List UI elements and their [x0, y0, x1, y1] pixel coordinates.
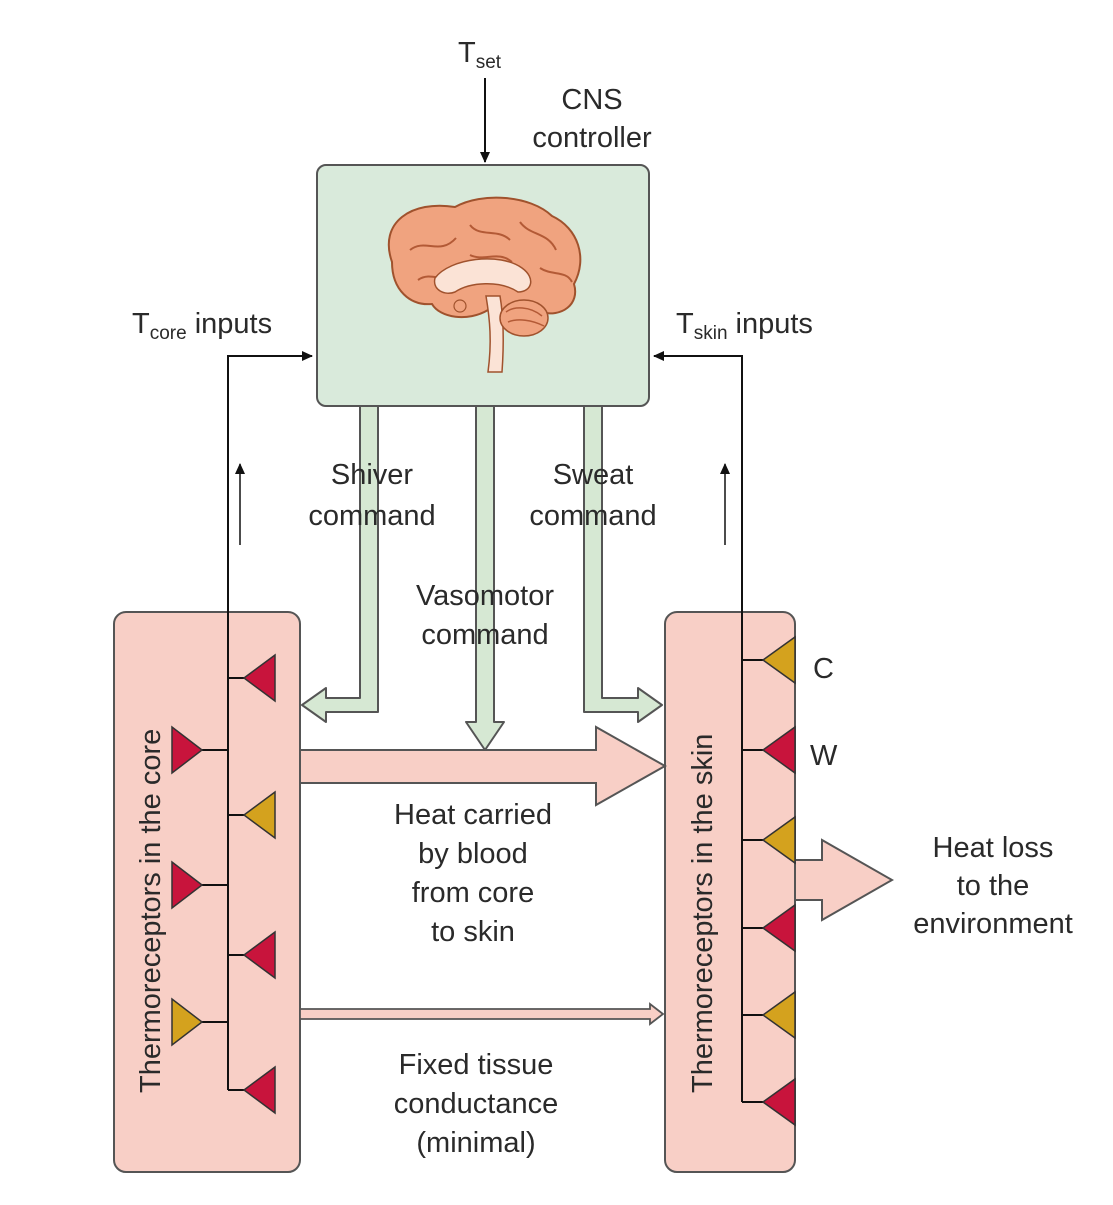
vasomotor-label-line2: command — [421, 619, 548, 651]
conductance-label-line1: Fixed tissue — [399, 1049, 554, 1081]
warm-receptor-label: W — [810, 740, 838, 772]
skin-cold-receptor — [761, 815, 796, 865]
skin-warm-receptor — [761, 725, 796, 775]
core-panel-label: Thermoreceptors in the core — [135, 729, 167, 1093]
vasomotor-label-line1: Vasomotor — [416, 580, 554, 612]
conductance-arrow — [299, 1002, 665, 1026]
shiver-label-line1: Shiver — [331, 459, 414, 491]
heat-loss-label-line2: to the — [957, 870, 1030, 902]
conductance-label-line2: conductance — [394, 1088, 558, 1120]
heat-loss-arrow — [794, 838, 895, 922]
heat-loss-label-line1: Heat loss — [933, 832, 1054, 864]
conductance-label-line3: (minimal) — [416, 1127, 535, 1159]
skin-receptors — [742, 635, 796, 1127]
blood-heat-label-line1: Heat carried — [394, 799, 552, 831]
vasomotor-command-arrow — [465, 404, 505, 751]
cns-label-line2: controller — [532, 122, 652, 154]
skin-panel — [664, 611, 796, 1173]
blood-heat-label-line4: to skin — [431, 916, 515, 948]
brain-icon — [387, 196, 582, 373]
core-warm-receptor — [171, 725, 204, 775]
skin-warm-receptor — [761, 903, 796, 953]
core-warm-receptor — [242, 653, 276, 703]
sweat-command-arrow — [583, 404, 663, 723]
skin-warm-receptor — [761, 1077, 796, 1127]
sweat-label-line1: Sweat — [553, 459, 634, 491]
tset-label: Tset — [458, 37, 502, 73]
core-feedback-line — [227, 351, 313, 1090]
skin-panel-label: Thermoreceptors in the skin — [687, 734, 719, 1093]
cns-label-line1: CNS — [561, 84, 622, 116]
core-cold-receptor — [242, 790, 276, 840]
heat-loss-label-line3: environment — [913, 908, 1073, 940]
skin-feedback-line — [653, 351, 743, 1102]
blood-heat-arrow — [299, 725, 668, 807]
blood-heat-label-line3: from core — [412, 877, 534, 909]
shiver-command-arrow — [301, 404, 379, 723]
shiver-label-line2: command — [308, 500, 435, 532]
core-cold-receptor — [171, 997, 204, 1047]
skin-cold-receptor — [761, 635, 796, 685]
core-receptors — [171, 653, 276, 1115]
core-warm-receptor — [171, 860, 204, 910]
sweat-label-line2: command — [529, 500, 656, 532]
core-warm-receptor — [242, 930, 276, 980]
core-panel — [113, 611, 301, 1173]
skin-cold-receptor — [761, 990, 796, 1040]
cold-receptor-label: C — [813, 653, 834, 685]
blood-heat-label-line2: by blood — [418, 838, 528, 870]
core-warm-receptor — [242, 1065, 276, 1115]
